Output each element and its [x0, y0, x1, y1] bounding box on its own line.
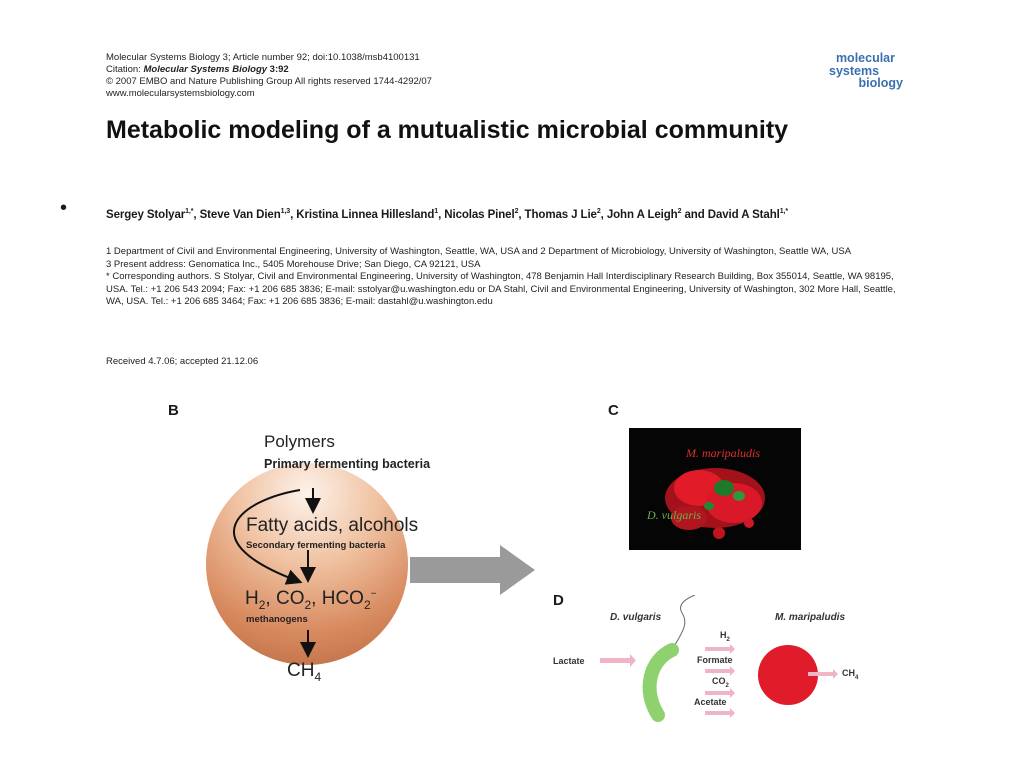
- dv-flagellum: [667, 595, 696, 658]
- journal-logo: molecular systems biology: [829, 51, 903, 90]
- cell-cluster: [665, 468, 765, 539]
- acetate-arrow: [705, 711, 730, 715]
- panel-b-label: B: [168, 402, 179, 419]
- co2-label: CO2: [712, 676, 729, 689]
- fatty-acids-label: Fatty acids, alcohols: [246, 515, 419, 536]
- formate-arrow: [705, 669, 730, 673]
- microscopy-image: M. maripaludis D. vulgaris: [629, 428, 801, 550]
- ch4-arrow: [808, 672, 833, 676]
- acetate-label: Acetate: [694, 697, 727, 707]
- methanogens-label: methanogens: [246, 614, 308, 625]
- primary-fermenting-label: Primary fermenting bacteria: [264, 457, 431, 471]
- dv-fluor-label: D. vulgaris: [647, 508, 701, 522]
- affiliation-1: 1 Department of Civil and Environmental …: [106, 246, 852, 257]
- dv-title: D. vulgaris: [610, 612, 662, 623]
- h2-arrow: [705, 647, 730, 651]
- panel-d-label: D: [553, 592, 564, 609]
- panel-c-label: C: [608, 402, 619, 419]
- author-list: Sergey Stolyar1,*, Steve Van Dien1,3, Kr…: [106, 208, 788, 221]
- bullet-point: •: [60, 197, 68, 219]
- arrow-bypass-curve: [233, 489, 303, 585]
- copyright-line: © 2007 EMBO and Nature Publishing Group …: [106, 76, 432, 87]
- article-header: Molecular Systems Biology 3; Article num…: [106, 52, 432, 100]
- mm-fluor-label: M. maripaludis: [686, 446, 761, 460]
- website-line[interactable]: www.molecularsystemsbiology.com: [106, 88, 255, 99]
- co2-arrow: [705, 691, 730, 695]
- secondary-fermenting-label: Secondary fermenting bacteria: [246, 540, 386, 551]
- citation-line: Citation: Molecular Systems Biology 3:92: [106, 64, 289, 75]
- mm-title: M. maripaludis: [775, 612, 846, 623]
- big-gray-arrow: [410, 545, 535, 595]
- received-dates: Received 4.7.06; accepted 21.12.06: [106, 356, 259, 367]
- mm-cell: [758, 645, 818, 705]
- h2-label: H2: [720, 630, 730, 643]
- lactate-arrow: [600, 658, 630, 663]
- article-title: Metabolic modeling of a mutualistic micr…: [106, 116, 789, 144]
- corresponding-authors: * Corresponding authors. S Stolyar, Civi…: [106, 271, 896, 307]
- formate-label: Formate: [697, 655, 733, 665]
- lactate-label: Lactate: [553, 656, 585, 666]
- gases-label: H2, CO2, HCO2−: [245, 588, 377, 612]
- panel-b-arrows: [233, 488, 321, 658]
- polymers-label: Polymers: [264, 432, 335, 451]
- affiliation-3: 3 Present address: Genomatica Inc., 5405…: [106, 258, 481, 270]
- ch4-product-label: CH4: [842, 668, 859, 681]
- journal-line: Molecular Systems Biology 3; Article num…: [106, 52, 420, 63]
- ch4-label: CH4: [287, 660, 322, 684]
- affiliations: 1 Department of Civil and Environmental …: [106, 246, 906, 309]
- syntrophy-diagram: [600, 595, 838, 722]
- dv-cell: [642, 643, 679, 722]
